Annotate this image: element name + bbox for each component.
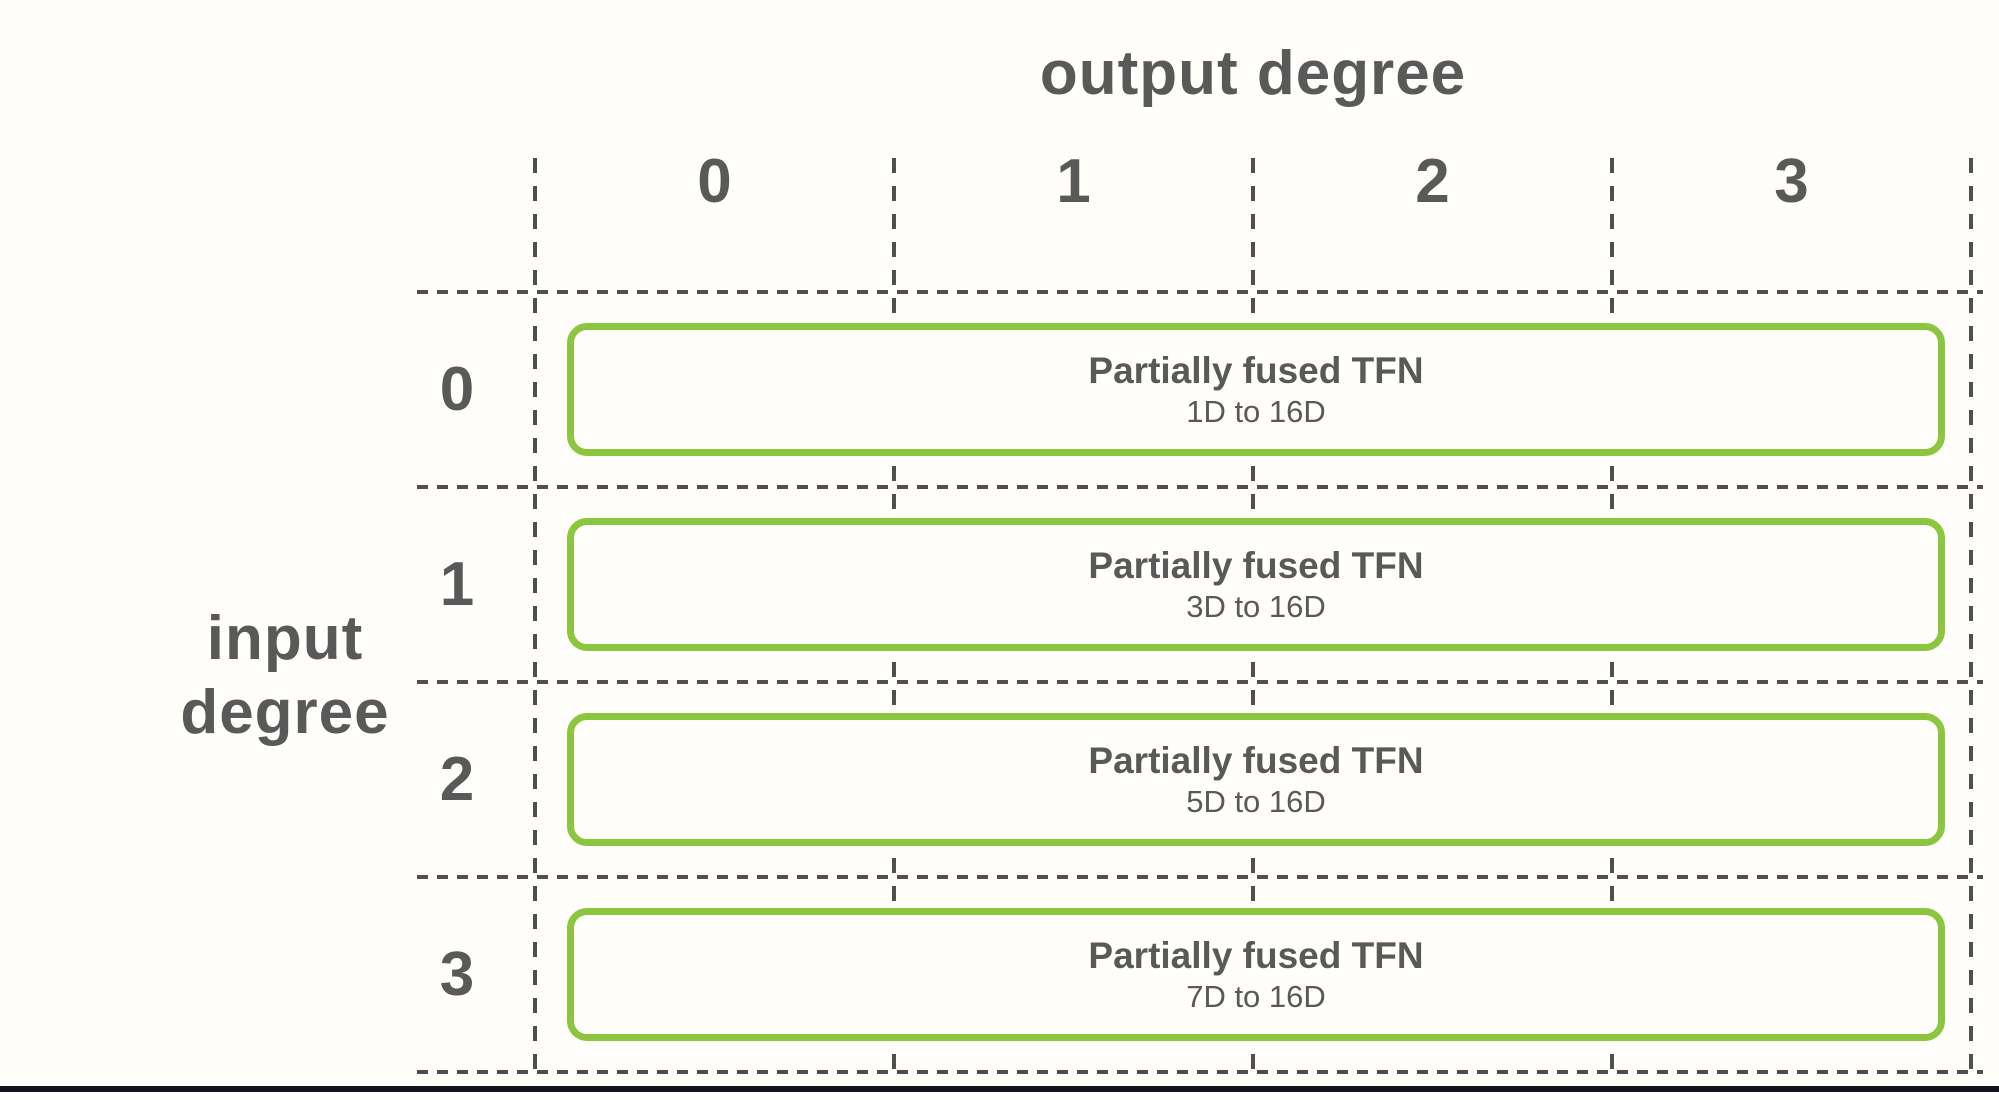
fused-tfn-box-row-3: Partially fused TFN 7D to 16D xyxy=(567,908,1945,1041)
column-tick-3: 3 xyxy=(1774,147,1809,216)
column-tick-0: 0 xyxy=(697,147,732,216)
fused-tfn-box-subtitle: 7D to 16D xyxy=(1186,979,1326,1014)
input-degree-axis-title-line1: input xyxy=(206,604,364,673)
fused-tfn-box-row-2: Partially fused TFN 5D to 16D xyxy=(567,713,1945,846)
fused-tfn-box-title: Partially fused TFN xyxy=(1088,350,1424,391)
fused-tfn-box-row-1: Partially fused TFN 3D to 16D xyxy=(567,518,1945,651)
bottom-border-bar xyxy=(0,1086,1999,1092)
grid-line-horizontal-0 xyxy=(417,290,1983,294)
fused-tfn-box-title: Partially fused TFN xyxy=(1088,545,1424,586)
grid-line-vertical-0 xyxy=(533,158,537,1072)
output-degree-axis-title: output degree xyxy=(1039,39,1467,108)
fused-tfn-box-subtitle: 5D to 16D xyxy=(1186,784,1326,819)
input-degree-axis-title-line2: degree xyxy=(180,678,390,747)
row-tick-3: 3 xyxy=(439,940,475,1009)
column-tick-2: 2 xyxy=(1415,147,1450,216)
fused-tfn-box-row-0: Partially fused TFN 1D to 16D xyxy=(567,323,1945,456)
row-tick-0: 0 xyxy=(439,355,475,424)
grid-line-vertical-4 xyxy=(1969,158,1973,1072)
column-tick-1: 1 xyxy=(1056,147,1091,216)
row-tick-2: 2 xyxy=(439,745,475,814)
fused-tfn-box-subtitle: 3D to 16D xyxy=(1186,589,1326,624)
fused-tfn-box-subtitle: 1D to 16D xyxy=(1186,394,1326,429)
fused-tfn-box-title: Partially fused TFN xyxy=(1088,740,1424,781)
input-degree-axis-title: input degree xyxy=(110,602,460,750)
grid-line-horizontal-3 xyxy=(417,875,1983,879)
row-tick-1: 1 xyxy=(439,550,475,619)
grid-line-horizontal-4 xyxy=(417,1070,1983,1074)
grid-line-horizontal-1 xyxy=(417,485,1983,489)
grid-line-horizontal-2 xyxy=(417,680,1983,684)
fused-tfn-box-title: Partially fused TFN xyxy=(1088,935,1424,976)
